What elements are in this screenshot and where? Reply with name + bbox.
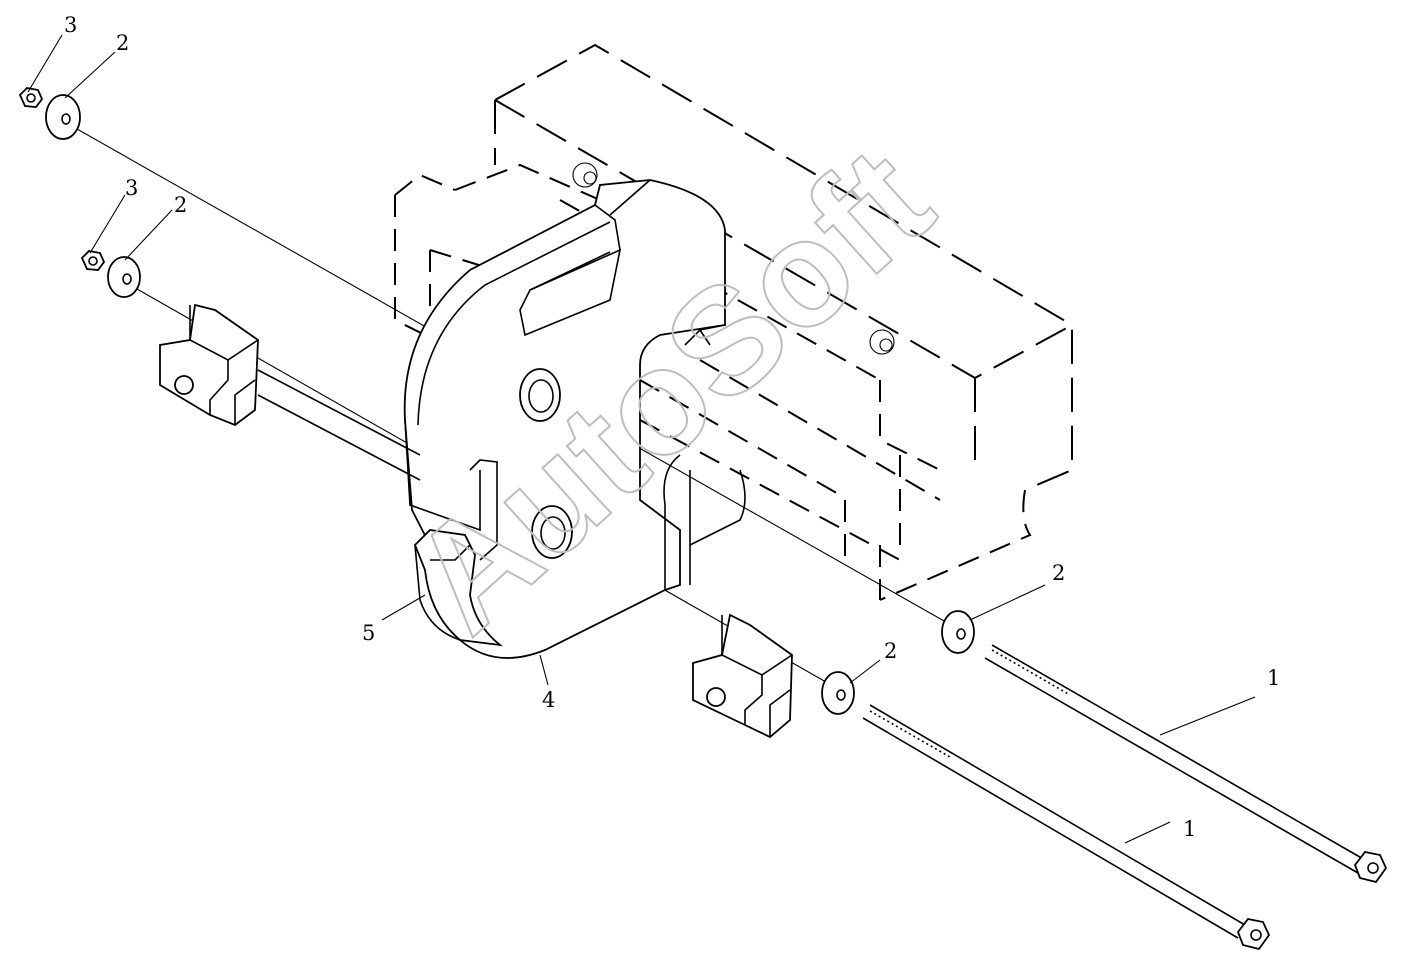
- callout-1-lower: 1: [1183, 817, 1196, 841]
- callout-5: 5: [362, 621, 375, 645]
- bracket-block-upper: [159, 303, 259, 427]
- bracket-block-lower: [692, 613, 793, 739]
- support-bar: [257, 369, 421, 481]
- nut-mid: [80, 250, 106, 271]
- washer-right-upper: [941, 610, 975, 654]
- washer-mid: [107, 256, 141, 298]
- callout-2-right-upper: 2: [1052, 561, 1065, 585]
- callout-3-mid: 3: [125, 176, 138, 200]
- cast-weight: [413, 529, 504, 647]
- nut-top: [18, 87, 44, 108]
- bolt-lower: [862, 704, 1271, 951]
- callout-1-upper: 1: [1267, 666, 1280, 690]
- washer-right-lower: [821, 671, 855, 715]
- callout-4: 4: [542, 688, 555, 712]
- bolt-upper: [984, 644, 1388, 884]
- leader-lines: [27, 34, 1256, 844]
- callout-2-top: 2: [116, 31, 129, 55]
- callout-3-top: 3: [64, 13, 77, 37]
- callout-2-right-lower: 2: [884, 639, 897, 663]
- callout-2-mid: 2: [174, 193, 187, 217]
- washer-top: [45, 94, 81, 140]
